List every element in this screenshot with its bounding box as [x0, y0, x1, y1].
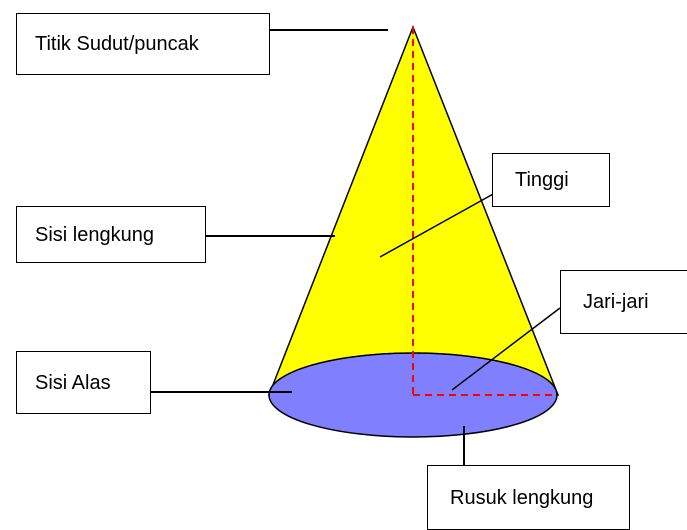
- curved-side-label-text: Sisi lengkung: [35, 223, 154, 246]
- radius-leader-line: [451, 307, 561, 391]
- curved-side-label: Sisi lengkung: [16, 206, 206, 263]
- apex-label-text: Titik Sudut/puncak: [35, 33, 199, 55]
- apex-label: Titik Sudut/puncak: [16, 13, 270, 75]
- height-leader-line: [379, 192, 496, 258]
- height-label-text: Tinggi: [515, 169, 569, 191]
- radius-label: Jari-jari: [560, 270, 687, 334]
- base-side-label: Sisi Alas: [16, 351, 151, 414]
- radius-label-text: Jari-jari: [583, 291, 649, 313]
- curved-edge-label: Rusuk lengkung: [427, 465, 630, 530]
- base-side-label-text: Sisi Alas: [35, 371, 111, 394]
- height-label: Tinggi: [492, 153, 610, 207]
- curved-edge-label-text: Rusuk lengkung: [450, 486, 594, 509]
